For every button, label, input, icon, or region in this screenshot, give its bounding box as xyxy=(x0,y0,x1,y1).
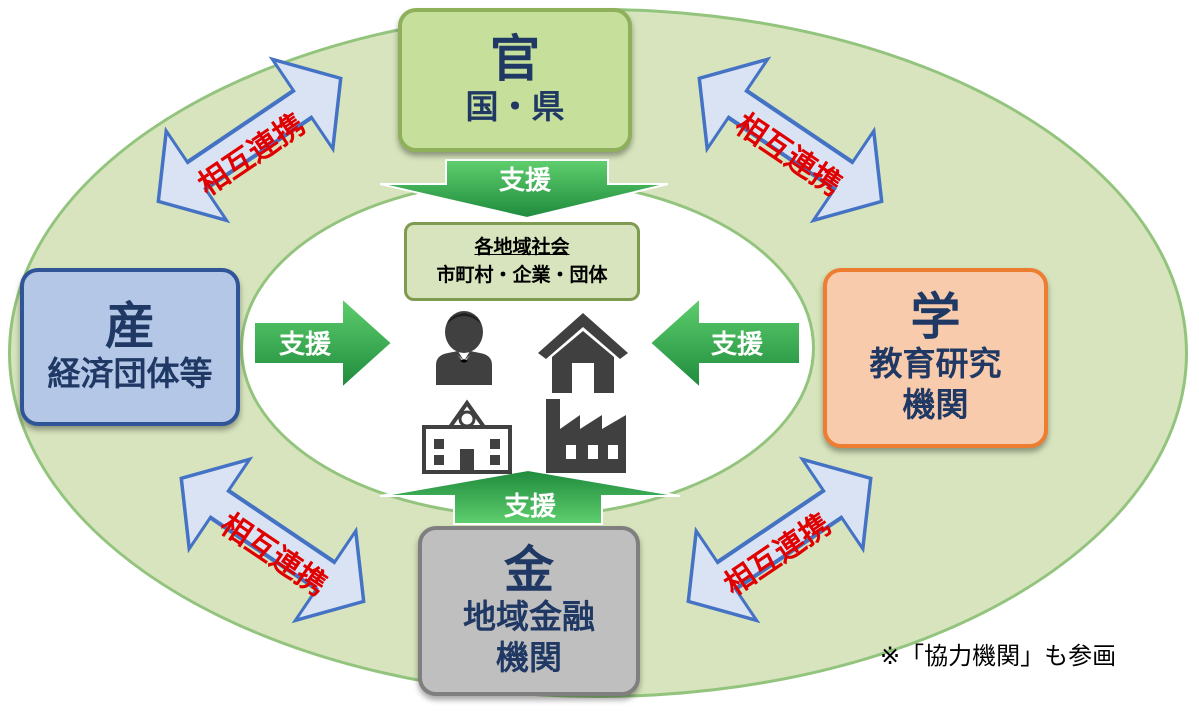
government-title: 官 xyxy=(490,30,540,89)
house-icon xyxy=(538,313,628,393)
academia-subtitle-line2: 機関 xyxy=(902,385,969,425)
academia-box: 学 教育研究 機関 xyxy=(823,268,1048,448)
support-label-top: 支援 xyxy=(499,166,552,196)
academia-subtitle-line1: 教育研究 xyxy=(869,344,1002,383)
industry-title: 産 xyxy=(105,297,155,356)
center-line1: 各地域社会 xyxy=(474,235,570,258)
finance-subtitle-line2: 機関 xyxy=(496,638,562,678)
government-subtitle: 国・県 xyxy=(465,86,565,126)
support-label-bottom: 支援 xyxy=(504,492,557,522)
finance-box: 金 地域金融 機関 xyxy=(418,526,640,696)
support-arrow-up xyxy=(379,468,681,525)
factory-icon xyxy=(546,399,626,473)
finance-subtitle-line1: 地域金融 xyxy=(463,597,595,636)
center-box: 各地域社会 市町村・企業・団体 xyxy=(404,222,640,301)
community-icons xyxy=(422,311,628,474)
support-arrow-right xyxy=(253,295,394,391)
mutual-arrow-bottom-left xyxy=(179,456,366,624)
note-text: ※「協力機関」も参画 xyxy=(880,642,1117,670)
support-arrow-left xyxy=(648,295,801,391)
support-label-right: 支援 xyxy=(711,330,764,360)
government-box: 官 国・県 xyxy=(398,8,632,152)
industry-subtitle: 経済団体等 xyxy=(47,353,213,393)
center-line2: 市町村・企業・団体 xyxy=(436,263,608,286)
support-label-left: 支援 xyxy=(279,330,332,360)
mutual-arrow-top-right xyxy=(697,56,884,224)
industry-box: 産 経済団体等 xyxy=(20,268,240,426)
finance-title: 金 xyxy=(504,540,554,599)
mutual-arrow-top-left xyxy=(156,56,343,224)
school-icon xyxy=(422,399,512,474)
person-icon xyxy=(436,311,492,385)
academia-title: 学 xyxy=(910,287,961,346)
mutual-arrow-bottom-right xyxy=(686,456,873,624)
support-arrow-down xyxy=(379,159,669,220)
